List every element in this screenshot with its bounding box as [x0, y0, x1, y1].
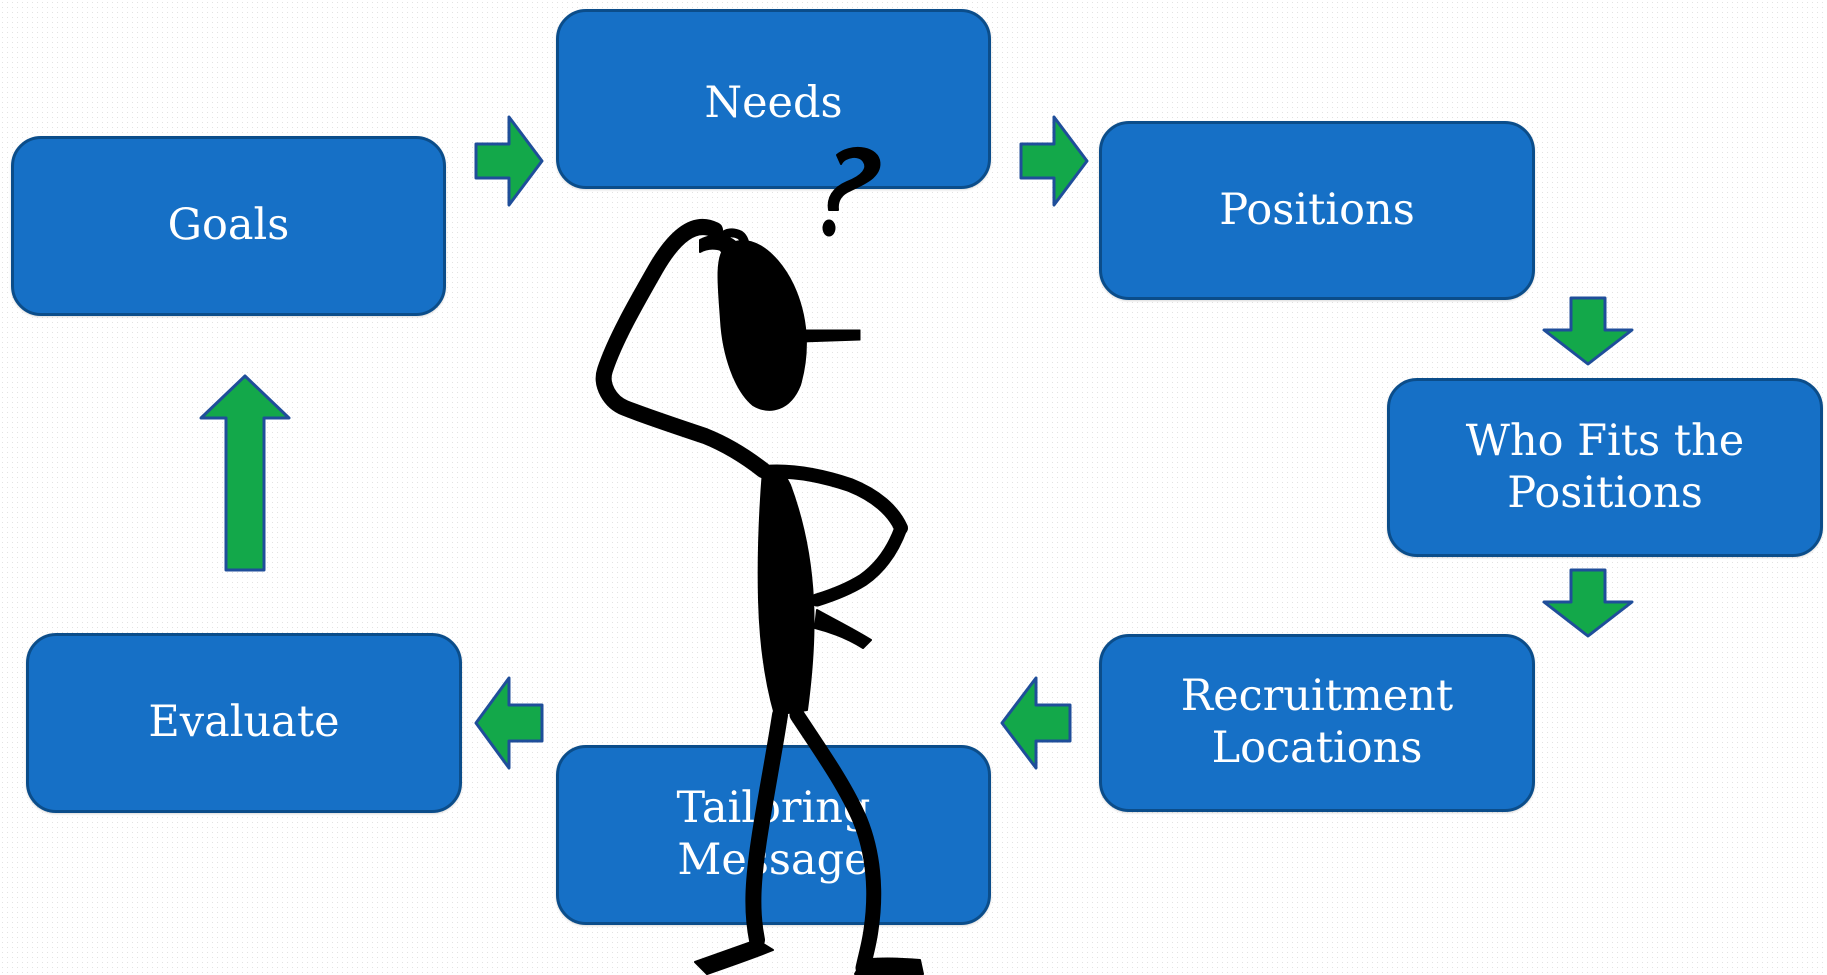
arrow-evaluate-to-goals: [199, 374, 291, 572]
arrow-who-fits-to-recruitment: [1542, 568, 1634, 638]
arrow-positions-to-who-fits: [1542, 296, 1634, 366]
arrow-goals-to-needs: [474, 115, 544, 207]
node-positions-label: Positions: [1219, 184, 1415, 235]
node-who-fits: Who Fits the Positions: [1387, 378, 1823, 557]
node-goals: Goals: [11, 136, 446, 316]
node-recruitment: Recruitment Locations: [1099, 634, 1535, 812]
node-goals-label: Goals: [167, 200, 290, 251]
arrow-needs-to-positions: [1019, 115, 1089, 207]
node-evaluate-label: Evaluate: [148, 697, 340, 748]
arrow-tailoring-to-evaluate: [474, 676, 544, 770]
arrow-recruitment-to-tailoring: [1000, 676, 1072, 770]
node-who-fits-label: Who Fits the Positions: [1465, 415, 1745, 518]
thinking-stick-figure-icon: [595, 147, 924, 975]
node-evaluate: Evaluate: [26, 633, 462, 813]
node-needs: Needs: [556, 9, 991, 189]
question-mark-icon: [827, 147, 881, 211]
node-needs-label: Needs: [704, 78, 843, 128]
node-recruitment-label: Recruitment Locations: [1180, 671, 1454, 773]
node-positions: Positions: [1099, 121, 1535, 300]
